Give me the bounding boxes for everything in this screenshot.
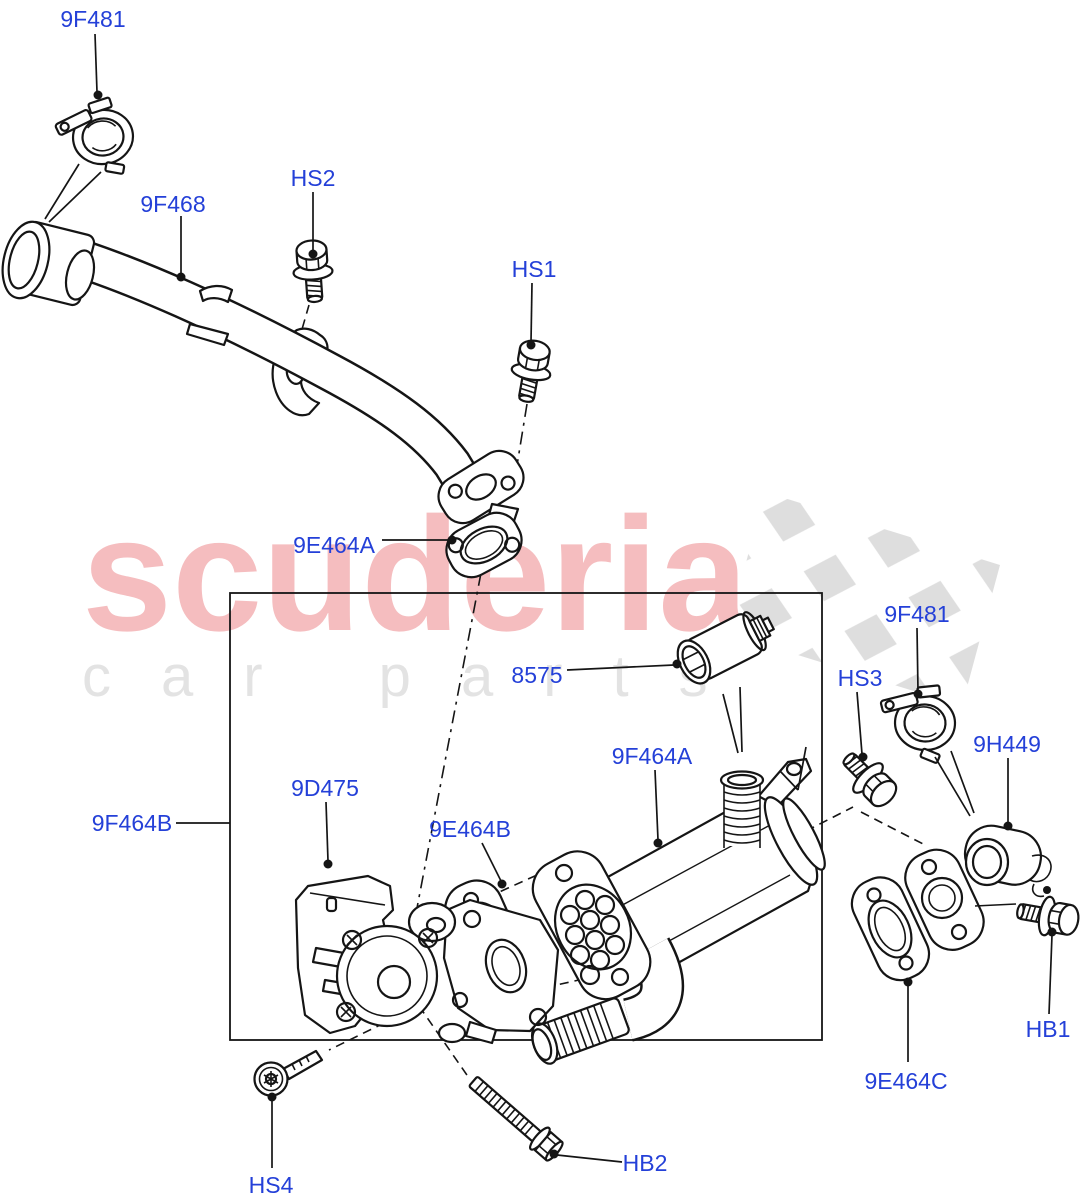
leader-lines xyxy=(93,33,1057,1168)
part-label-hs4: HS4 xyxy=(249,1172,294,1198)
egr-valve-drawing xyxy=(294,874,560,1045)
part-label-9h449: 9H449 xyxy=(973,731,1041,757)
egr-cooler-drawing xyxy=(530,746,826,1065)
part-labels: 9F481 9F468 HS2 HS1 9E464A 8575 9F464A 9… xyxy=(60,6,1070,1198)
part-label-9d475: 9D475 xyxy=(291,775,359,801)
long-bolt-hb2-drawing xyxy=(468,1076,564,1162)
part-label-9e464c: 9E464C xyxy=(864,1068,947,1094)
part-label-9f464b: 9F464B xyxy=(92,810,173,836)
checkered-flag-graphic xyxy=(727,492,1000,706)
part-label-9f468: 9F468 xyxy=(140,191,205,217)
watermark-tagline-text: car parts xyxy=(82,644,758,709)
part-label-9e464a: 9E464A xyxy=(293,532,376,558)
watermark-brand-text: scuderia xyxy=(82,484,750,665)
solenoid-8575-drawing xyxy=(676,611,775,754)
part-label-9f481-right: 9F481 xyxy=(884,601,949,627)
gasket-9e464a-drawing xyxy=(445,511,523,579)
bolt-hs3-drawing xyxy=(831,741,906,816)
hose-9h449-drawing xyxy=(963,824,1052,898)
gasket-9e464c-drawing xyxy=(850,876,931,982)
clamp-right-drawing xyxy=(875,680,975,817)
cooler-core-face xyxy=(559,889,626,986)
torx-bolt-hs4-drawing xyxy=(253,1049,324,1097)
outlet-flange-drawing xyxy=(904,848,1017,951)
part-label-hb2: HB2 xyxy=(623,1150,668,1176)
part-label-hs3: HS3 xyxy=(838,665,883,691)
part-label-8575: 8575 xyxy=(511,662,562,688)
egr-pipe-drawing xyxy=(1,220,525,525)
clamp-top-left-drawing xyxy=(44,93,140,223)
brand-watermark: scuderia car parts xyxy=(82,484,758,709)
part-label-9f481-top: 9F481 xyxy=(60,6,125,32)
part-label-9e464b: 9E464B xyxy=(429,816,511,842)
part-label-hs1: HS1 xyxy=(512,256,557,282)
part-label-hs2: HS2 xyxy=(291,165,336,191)
kit-boundary-box xyxy=(229,592,823,1041)
part-label-9f464a: 9F464A xyxy=(612,743,693,769)
part-label-hb1: HB1 xyxy=(1026,1016,1071,1042)
